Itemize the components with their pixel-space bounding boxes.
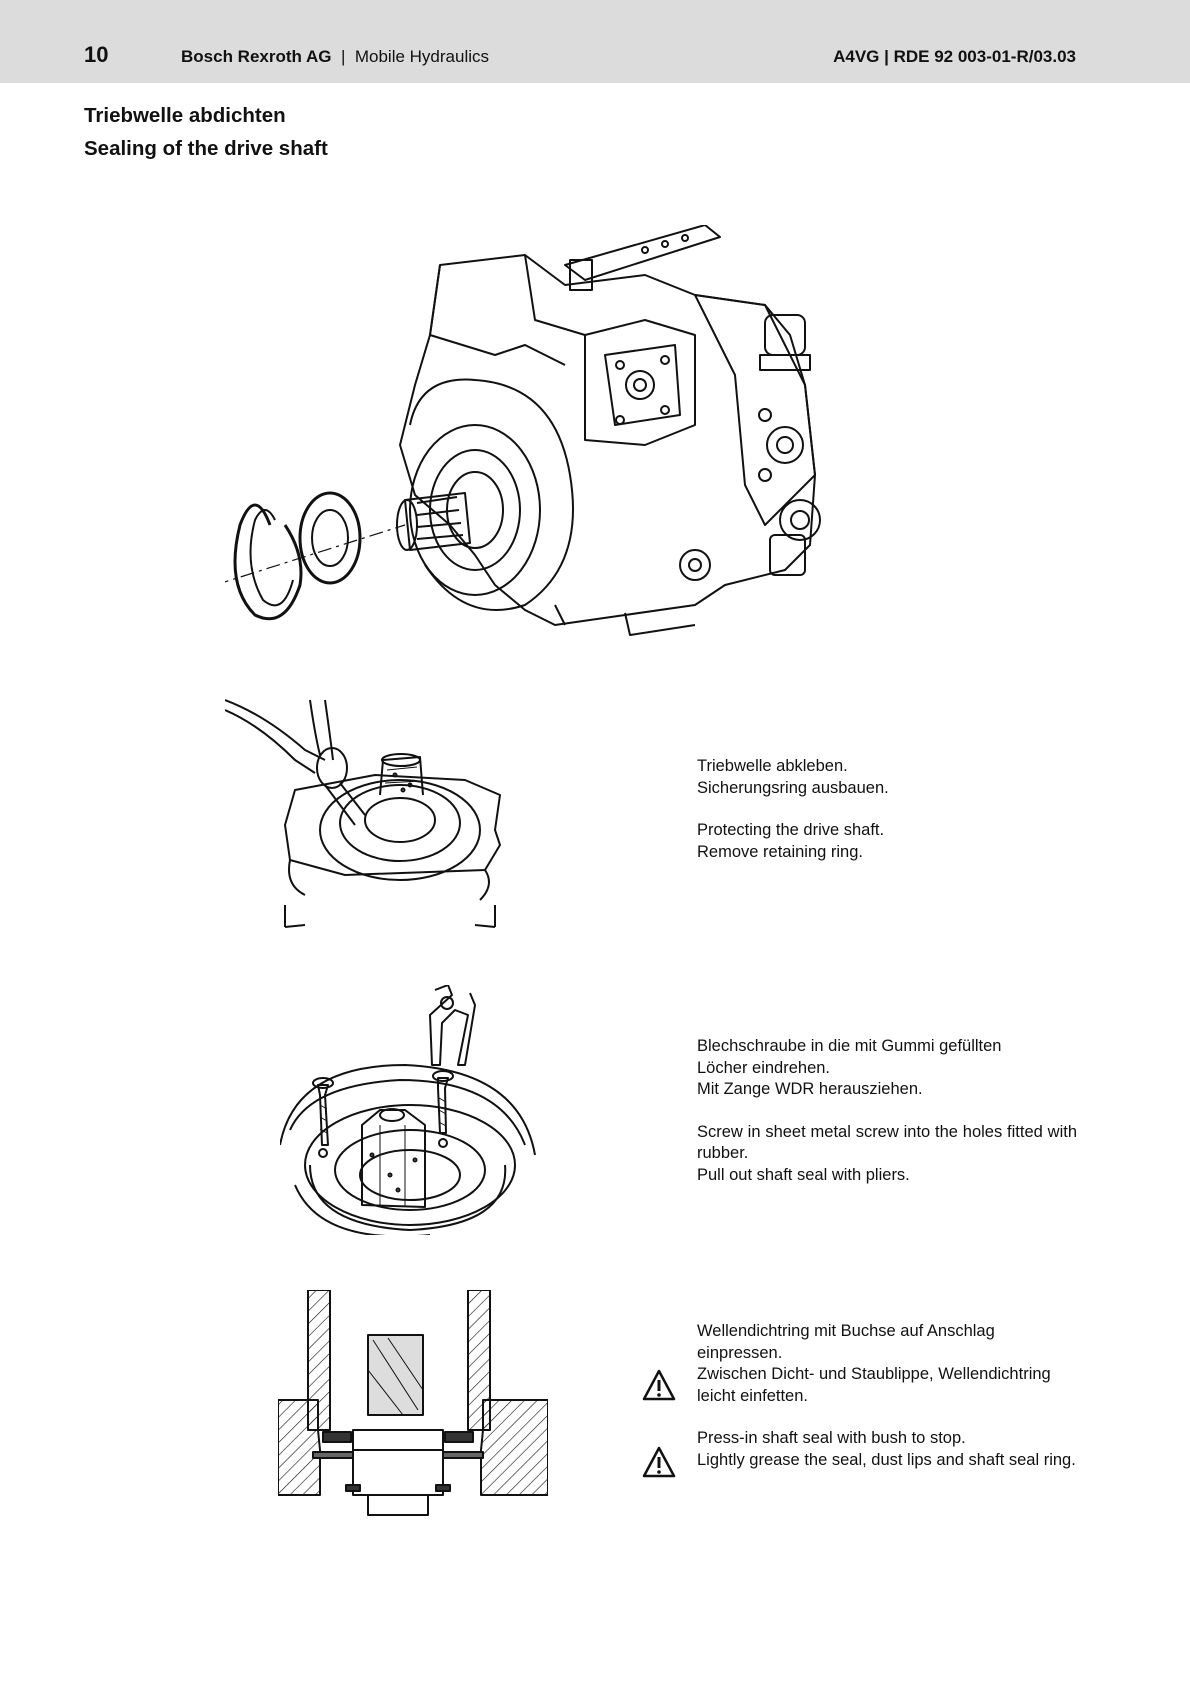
step-2-english-line-1: Screw in sheet metal screw into the hole…: [697, 1122, 1077, 1163]
step-3-english-line-2: Lightly grease the seal, dust lips and s…: [697, 1450, 1076, 1469]
division-name: Mobile Hydraulics: [354, 47, 490, 66]
document-id: A4VG | RDE 92 003-01-R/03.03: [833, 47, 1076, 66]
step-2-text: Blechschraube in die mit Gummi gefüllten…: [697, 1036, 1077, 1186]
step-3-german-line-1: Wellendichtring mit Buchse auf Anschlag: [697, 1322, 995, 1340]
retaining-ring-removal-illustration: [225, 699, 501, 928]
step-3-german-line-2: einpressen.: [697, 1343, 783, 1362]
step-2-german-line-3: Mit Zange WDR herausziehen.: [697, 1080, 923, 1098]
header-separator: |: [340, 47, 346, 66]
step-2-german-line-1: Blechschraube in die mit Gummi gefüllten: [697, 1037, 1002, 1055]
step-3-german-line-3: Zwischen Dicht- und Staublippe, Wellendi…: [697, 1365, 1051, 1383]
step-3-text: Wellendichtring mit Buchse auf Anschlag …: [697, 1321, 1077, 1471]
warning-triangle-icon: [642, 1446, 676, 1478]
step-3-english-line-1: Press-in shaft seal with bush to stop.: [697, 1429, 966, 1447]
step-1-german-line-1: Triebwelle abkleben.: [697, 757, 848, 775]
step-1-text: Triebwelle abkleben. Sicherungsring ausb…: [697, 756, 1077, 863]
step-2-german-line-2: Löcher eindrehen.: [697, 1058, 831, 1077]
pump-assembly-illustration: [225, 225, 821, 636]
page-number: 10: [84, 42, 109, 67]
warning-triangle-icon: [642, 1369, 676, 1401]
step-2-english-line-2: Pull out shaft seal with pliers.: [697, 1165, 910, 1184]
company-name: Bosch Rexroth AG: [181, 47, 332, 66]
step-1-english-line-2: Remove retaining ring.: [697, 842, 863, 861]
page-header: 10 Bosch Rexroth AG | Mobile Hydraulics …: [0, 0, 1190, 83]
header-company: Bosch Rexroth AG | Mobile Hydraulics: [181, 47, 489, 67]
shaft-seal-press-in-section-illustration: [278, 1290, 548, 1516]
shaft-seal-extraction-illustration: [280, 985, 536, 1235]
page-title-german: Triebwelle abdichten: [84, 104, 286, 127]
step-1-english-line-1: Protecting the drive shaft.: [697, 821, 885, 839]
step-1-german-line-2: Sicherungsring ausbauen.: [697, 778, 889, 797]
step-3-german-line-4: leicht einfetten.: [697, 1386, 808, 1405]
page-title-english: Sealing of the drive shaft: [84, 137, 328, 160]
